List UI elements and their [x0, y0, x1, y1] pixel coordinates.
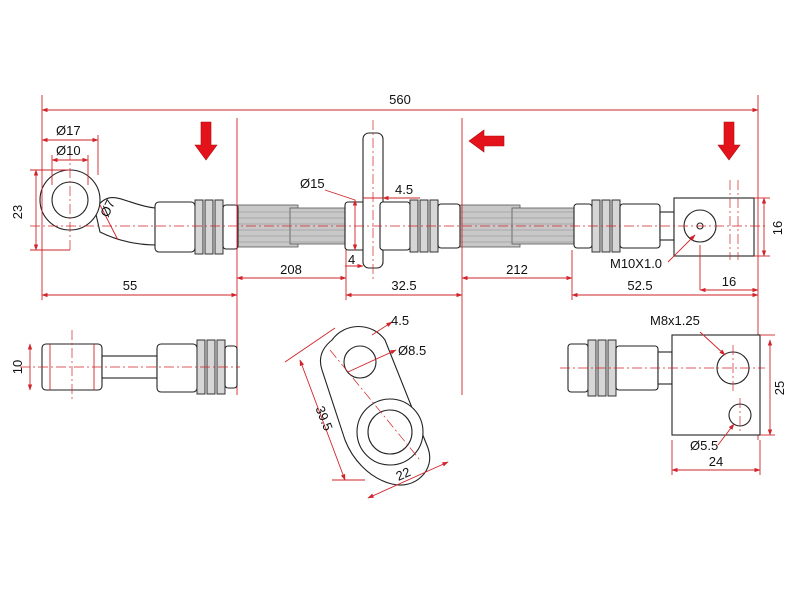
dimension-hose-mid-length: 32.5	[345, 278, 463, 298]
hose-left-length-label: 208	[280, 262, 302, 277]
eye-side-height-label: 10	[10, 360, 25, 374]
dimension-right-thread: M10X1.0	[610, 234, 696, 271]
block-side-view: M8x1.25 25 Ø5.5 24	[560, 313, 787, 475]
main-assembly-view	[30, 120, 765, 280]
eye-side-view: 10	[10, 330, 240, 400]
dimension-right-fitting-length: 52.5	[571, 278, 759, 298]
bracket-plate-thickness-label: 4.5	[391, 313, 409, 328]
eye-bend-dia-label: Ø7	[97, 197, 118, 219]
block-height-label: 25	[772, 381, 787, 395]
red-arrow-down-left	[194, 121, 218, 161]
dimension-bracket-thickness-bottom: 4	[345, 252, 364, 269]
block-width-label: 24	[709, 454, 723, 469]
dimension-right-fitting-height: 16	[729, 180, 785, 260]
bracket-plate-width-label: 22	[394, 464, 413, 484]
bracket-thickness-bottom-label: 4	[348, 252, 355, 267]
bracket-thickness-top-label: 4.5	[395, 182, 413, 197]
hose-right-length-label: 212	[506, 262, 528, 277]
dimension-overall-length: 560	[41, 92, 759, 113]
eye-section-length-label: 55	[123, 278, 137, 293]
right-end-fitting	[573, 197, 755, 257]
dimension-right-fitting-small: 16	[699, 274, 759, 293]
red-arrow-left-mid	[468, 129, 505, 153]
bracket-hole-dia-label: Ø15	[300, 176, 325, 191]
hose-texture	[238, 211, 574, 243]
dimension-eye-bend-dia: Ø7	[97, 197, 119, 241]
dimension-bracket-thickness-top: 4.5	[363, 182, 420, 201]
right-fitting-height-label: 16	[770, 221, 785, 235]
right-fitting-small-label: 16	[722, 274, 736, 289]
block-thread-label: M8x1.25	[650, 313, 700, 328]
bracket-plate-hole-dia-label: Ø8.5	[398, 343, 426, 358]
bracket-plate-view: 39.5 22 4.5 Ø8.5	[284, 313, 449, 499]
eye-height-label: 23	[10, 205, 25, 219]
right-fitting-length-label: 52.5	[627, 278, 652, 293]
right-thread-label: M10X1.0	[610, 256, 662, 271]
eye-inner-dia-label: Ø10	[56, 143, 81, 158]
dimension-eye-section-length: 55	[41, 278, 238, 298]
dimension-eye-outer-dia: Ø17	[41, 123, 99, 175]
bracket-plate-length-label: 39.5	[312, 404, 335, 433]
red-arrow-down-right	[717, 121, 741, 161]
hose-mid-length-label: 32.5	[391, 278, 416, 293]
dimension-eye-height: 23	[10, 169, 70, 251]
middle-bracket-fitting	[344, 132, 461, 269]
dimension-bracket-hole-dia: Ø15	[300, 176, 358, 251]
left-crimp-ferrule	[154, 199, 239, 255]
overall-length-label: 560	[389, 92, 411, 107]
dimension-hose-left-length: 208	[236, 262, 347, 281]
eye-outer-dia-label: Ø17	[56, 123, 81, 138]
block-hole-dia-label: Ø5.5	[690, 438, 718, 453]
dimension-hose-right-length: 212	[461, 262, 573, 281]
